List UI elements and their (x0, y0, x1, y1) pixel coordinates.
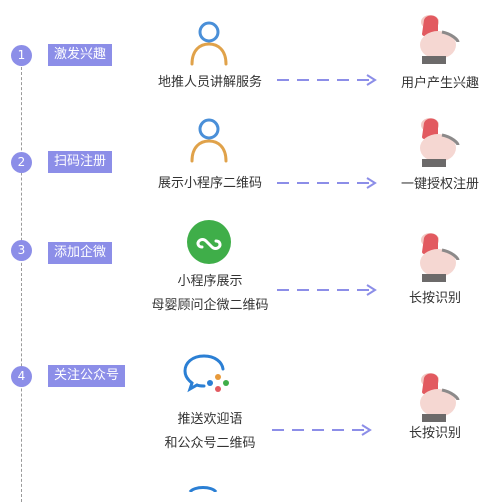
person-icon (186, 20, 232, 66)
step-number-1: 1 (11, 45, 32, 66)
step-tag-3: 添加企微 (48, 242, 113, 264)
arrow-right-icon (277, 74, 377, 86)
step-3-description-line2: 母婴顾问企微二维码 (151, 298, 269, 313)
step-1-result: 用户产生兴趣 (400, 76, 479, 91)
arrow-right-icon (277, 177, 377, 189)
pregnant-woman-icon (420, 15, 460, 64)
step-tag-4: 关注公众号 (48, 365, 126, 387)
pregnant-woman-icon (420, 373, 460, 422)
timeline-line (21, 62, 22, 502)
person-icon (186, 117, 232, 163)
step-number-2: 2 (11, 152, 32, 173)
arrow-right-icon (272, 424, 372, 436)
step-2-result: 一键授权注册 (400, 177, 479, 192)
arrow-right-icon (277, 284, 377, 296)
step-number-4: 4 (11, 366, 32, 387)
pregnant-woman-icon (420, 233, 460, 282)
step-4-description-line2: 和公众号二维码 (164, 436, 256, 451)
step-3-description-line1: 小程序展示 (177, 274, 243, 289)
step-3-result: 长按识别 (408, 291, 461, 306)
step-1-description: 地推人员讲解服务 (157, 75, 262, 90)
step-tag-2: 扫码注册 (48, 151, 113, 173)
step-number-3: 3 (11, 240, 32, 261)
mini-program-icon (187, 220, 231, 264)
pregnant-woman-icon (420, 118, 460, 167)
step-4-description-line1: 推送欢迎语 (177, 412, 243, 427)
wecom-chat-icon (183, 354, 229, 393)
step-4-result: 长按识别 (408, 426, 461, 441)
step-2-description: 展示小程序二维码 (157, 176, 262, 191)
step-tag-1: 激发兴趣 (48, 44, 113, 66)
partial-next-icon (188, 486, 218, 492)
